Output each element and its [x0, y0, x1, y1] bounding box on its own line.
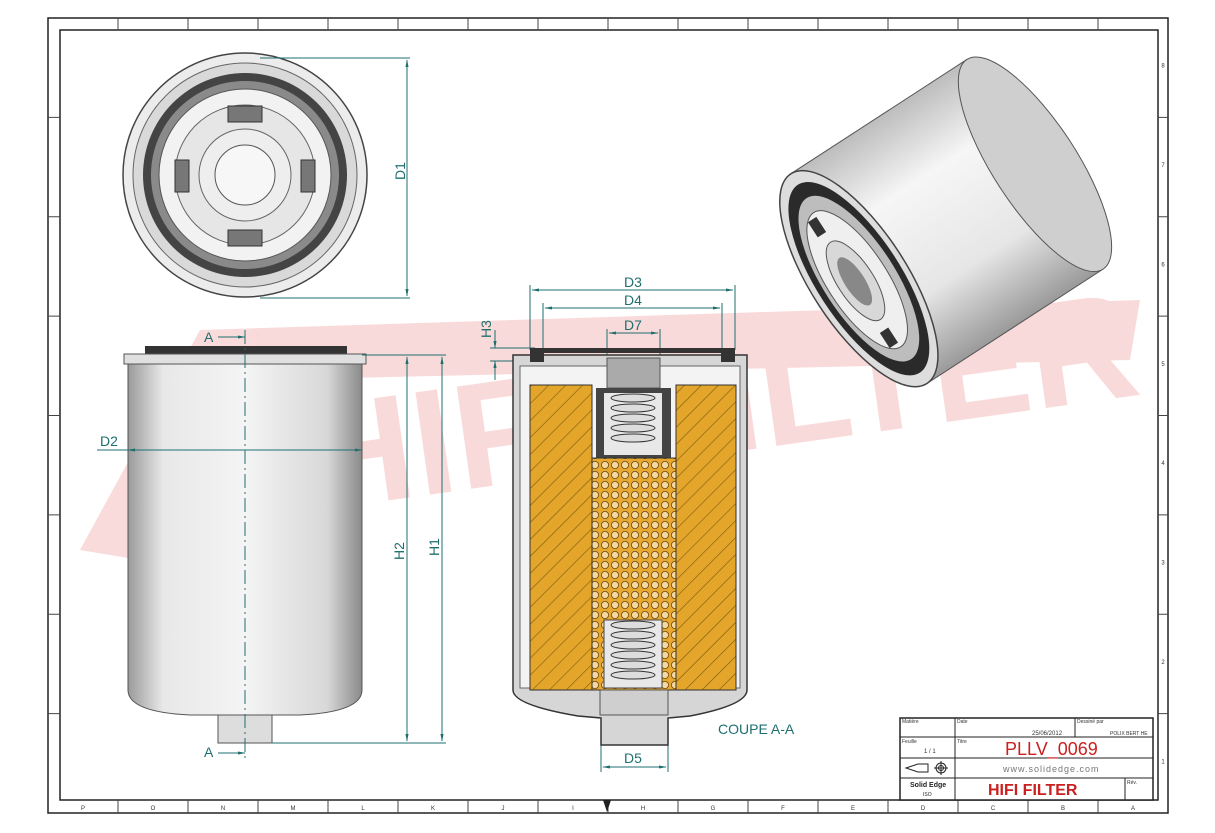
dim-h3-label: H3 [478, 320, 494, 338]
website: www.solidedge.com [1002, 764, 1100, 774]
column-label: P [81, 806, 85, 812]
column-label: E [851, 806, 855, 812]
company-name: HIFI FILTER [988, 782, 1078, 799]
date-label: Date [957, 719, 968, 725]
spring-coil [610, 630, 656, 640]
column-label: F [781, 806, 785, 812]
column-label: M [291, 806, 296, 812]
top-view [122, 52, 368, 298]
dim-d3-label: D3 [624, 274, 642, 290]
column-label: H [641, 806, 645, 812]
sheet-number: 1 / 1 [924, 749, 936, 755]
column-label: O [151, 806, 156, 812]
column-label: K [431, 806, 435, 812]
date-value: 25/06/2012 [1032, 731, 1063, 737]
revision-label: Rév. [1127, 780, 1137, 786]
row-label: 8 [1161, 64, 1165, 70]
dim-d4-label: D4 [624, 292, 642, 308]
titre-label: Titre [957, 739, 967, 745]
drawn-by-value: POLIX BERT HE [1110, 731, 1148, 737]
dim-d7-label: D7 [624, 317, 642, 333]
section-view [512, 348, 748, 746]
drawn-by-label: Dessiné par [1077, 719, 1104, 725]
row-labels: 8 7 6 5 4 3 2 1 [1161, 64, 1165, 766]
column-label: L [361, 806, 365, 812]
dim-d5-label: D5 [624, 750, 642, 766]
dim-h1-label: H1 [426, 538, 442, 556]
spring-coil [610, 620, 656, 630]
spring-coil [610, 670, 656, 680]
spring-coil [610, 650, 656, 660]
column-label: J [502, 806, 505, 812]
spring-coil [610, 393, 656, 403]
column-label: A [1131, 806, 1135, 812]
spring-coil [610, 433, 656, 443]
title-block [899, 717, 1154, 801]
section-label: COUPE A-A [718, 721, 795, 737]
column-label: N [221, 806, 225, 812]
row-label: 7 [1161, 163, 1165, 169]
dim-d2-label: D2 [100, 433, 118, 449]
dim-d1-label: D1 [392, 162, 408, 180]
row-label: 4 [1161, 461, 1165, 467]
software-name: Solid Edge [910, 782, 946, 789]
section-marker-bottom: A [204, 744, 214, 760]
column-label: I [572, 806, 574, 812]
spring-coil [610, 640, 656, 650]
spring-coil [610, 413, 656, 423]
column-label: D [921, 806, 926, 812]
software-standard: ISO [923, 792, 932, 798]
side-view [123, 330, 367, 760]
spring-coil [610, 403, 656, 413]
matiere-label: Matière [902, 719, 919, 725]
isometric-view [779, 56, 1113, 388]
dimension-lines [97, 57, 736, 772]
column-label: B [1061, 806, 1065, 812]
row-label: 5 [1161, 362, 1165, 368]
sheet-grid-ticks [48, 18, 1168, 813]
column-label: G [711, 806, 716, 812]
part-number: PLLV_0069 [1005, 739, 1098, 760]
spring-coil [610, 660, 656, 670]
row-label: 6 [1161, 262, 1165, 268]
section-marker-top: A [204, 329, 214, 345]
row-label: 1 [1161, 759, 1165, 765]
row-label: 2 [1161, 660, 1165, 666]
projection-symbol-icon [904, 761, 948, 775]
row-label: 3 [1161, 561, 1165, 567]
center-mark-icon [603, 800, 611, 812]
spring-coil [610, 423, 656, 433]
column-label: C [991, 806, 996, 812]
feuille-label: Feuille [902, 739, 917, 745]
dim-h2-label: H2 [391, 542, 407, 560]
